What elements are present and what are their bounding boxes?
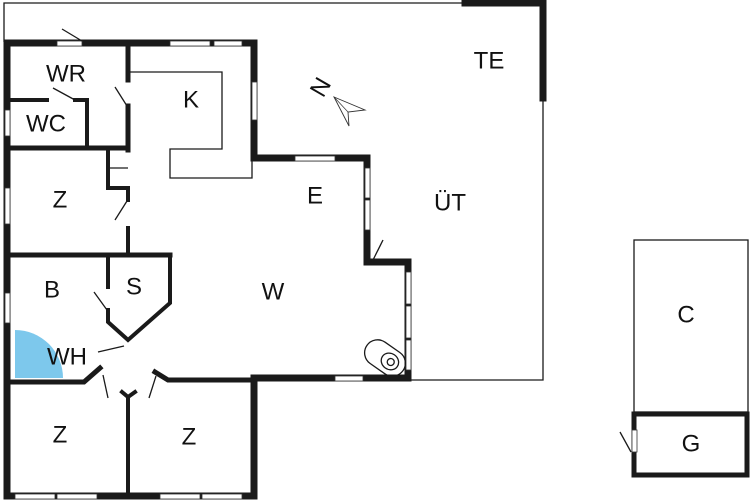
room-label-z: Z [53,186,68,213]
window [56,493,98,500]
window [405,339,412,371]
window [14,493,56,500]
door-swing [97,345,125,353]
wall-wh-bottom [4,364,104,385]
window [159,493,201,500]
door-swing [61,28,83,42]
room-label-wr: WR [46,60,86,87]
window [405,305,412,339]
room-label-z: Z [182,423,197,450]
room-label-e: E [307,182,323,209]
window [294,155,336,162]
room-label-b: B [44,276,60,303]
window [251,81,258,121]
window [364,167,371,199]
patio-outline [410,98,544,381]
shower-area [15,330,63,378]
terrace-wall [461,0,547,102]
stair-wall [106,148,130,190]
garage-door [631,429,638,453]
bathtub-icon [363,339,407,377]
window [169,40,211,47]
window [56,40,83,47]
door-swing [619,431,632,453]
window [4,292,11,324]
room-label-te: TE [474,47,505,74]
kitchen-counter [130,71,253,179]
room-label-g: G [682,430,701,457]
wall-z-right-top [151,368,257,383]
window [201,493,243,500]
wall-wc-right [73,98,89,150]
window [4,187,11,225]
room-label-z: Z [53,421,68,448]
room-label-wh: WH [47,343,87,370]
door-swing [114,200,128,221]
window [334,375,364,382]
window [364,199,371,231]
window [4,109,11,137]
room-label-k: K [183,86,199,113]
room-label-s: S [126,273,142,300]
door-swing [114,86,128,107]
door-swing [148,375,157,399]
compass-north-label: N [305,73,337,102]
terrace-outline [3,2,465,42]
door-swing [371,239,384,263]
window [213,40,243,47]
room-label-ut: ÜT [434,189,466,216]
window [405,271,412,305]
north-arrow-icon [333,96,367,127]
wall-s-lower [106,253,172,343]
room-label-wc: WC [26,110,66,137]
door-swing [52,87,76,101]
room-label-w: W [262,278,285,305]
door-swing [102,374,109,399]
door-swing [93,291,108,311]
room-label-c: C [677,301,694,328]
